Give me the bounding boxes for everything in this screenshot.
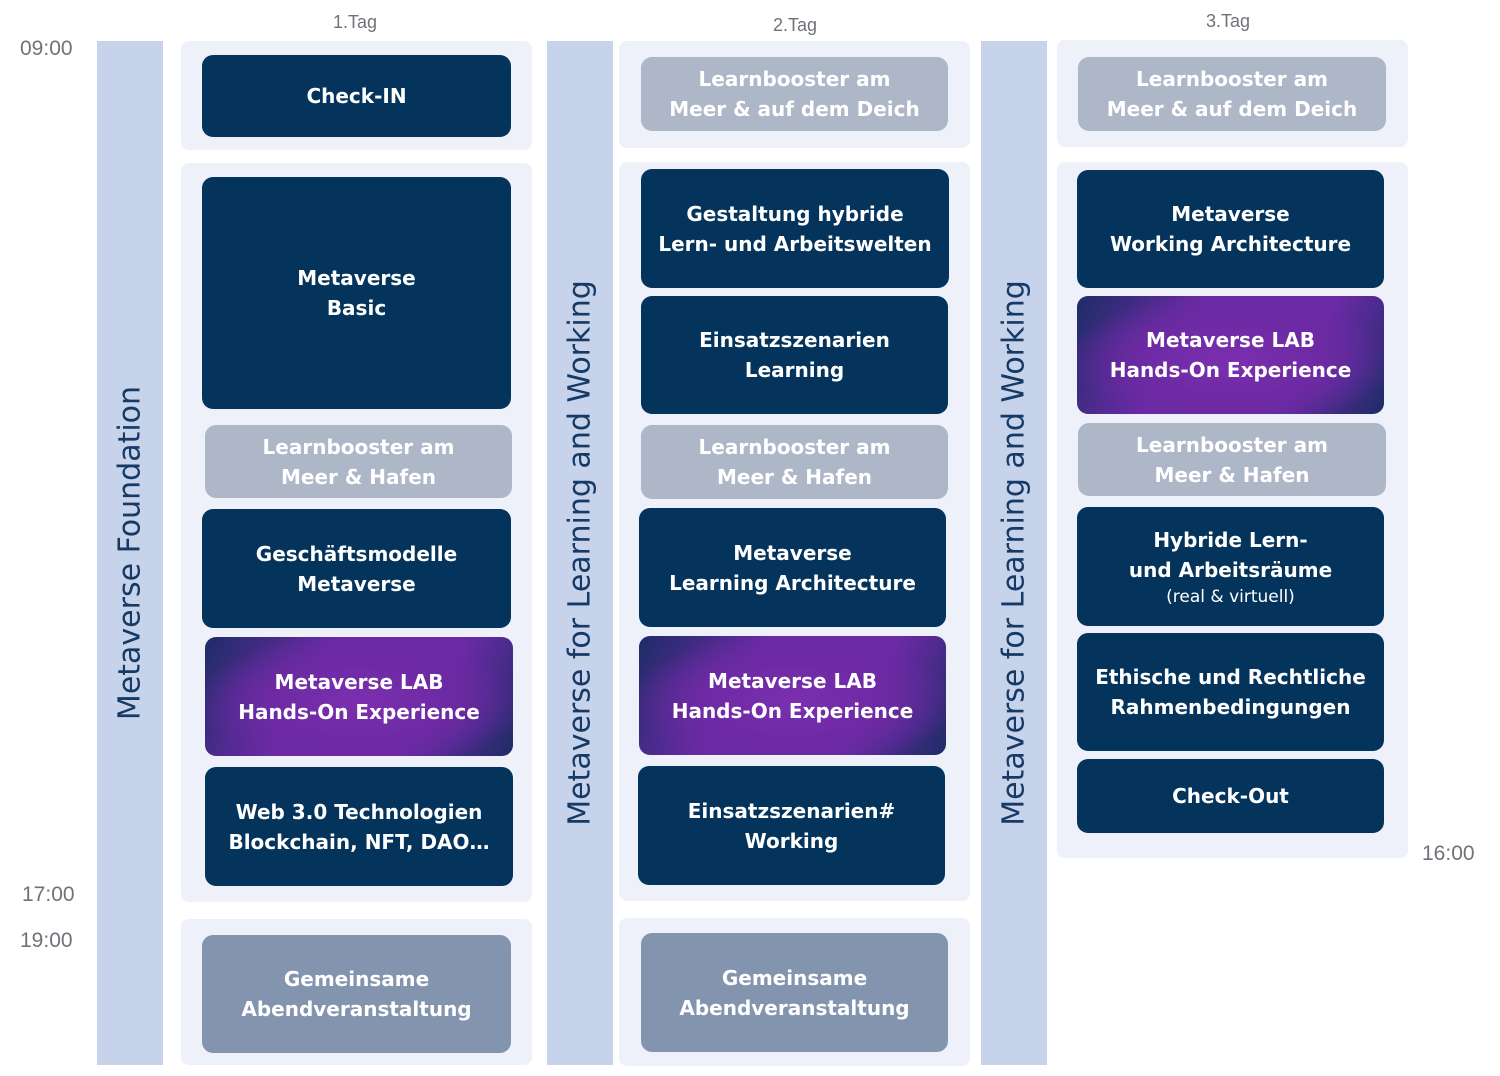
block-line: Working Architecture — [1109, 232, 1352, 256]
block-line: Abendveranstaltung — [679, 995, 910, 1020]
block-line: Metaverse — [733, 540, 852, 565]
track-bar-3: Metaverse for Learning and Working — [981, 41, 1047, 1065]
time-label-end-day: 17:00 — [22, 883, 75, 906]
block-line: Check-IN — [306, 84, 407, 108]
day1-web3-block: Web 3.0 Technologien Blockchain, NFT, DA… — [205, 767, 513, 886]
block-line: Metaverse LAB — [274, 669, 444, 694]
block-line: Metaverse LAB — [1146, 328, 1315, 352]
block-line: Learnbooster am — [262, 434, 455, 459]
block-line: Ethische und Rechtliche — [1095, 665, 1366, 689]
block-line: Rahmenbedingungen — [1110, 695, 1351, 719]
block-line: Hands-On Experience — [1109, 358, 1352, 382]
block-line: Lern- und Arbeitswelten — [658, 231, 932, 256]
block-subline: (real & virtuell) — [1166, 586, 1295, 607]
day2-learning-architecture-block: Metaverse Learning Architecture — [639, 508, 946, 627]
block-line: Abendveranstaltung — [241, 997, 472, 1021]
block-line: Geschäftsmodelle — [255, 541, 458, 566]
day2-learnbooster-morning-block: Learnbooster am Meer & auf dem Deich — [641, 57, 948, 131]
day2-scenarios-learning-block: Einsatzszenarien Learning — [641, 296, 948, 414]
block-line: Basic — [326, 296, 387, 320]
block-line: Metaverse — [297, 571, 416, 596]
day1-metaverse-basic-block: Metaverse Basic — [202, 177, 511, 409]
day3-hybrid-rooms-block: Hybride Lern- und Arbeitsräume (real & v… — [1077, 507, 1384, 626]
day2-scenarios-working-block: Einsatzszenarien# Working — [638, 766, 945, 885]
time-label-start: 09:00 — [20, 37, 73, 60]
block-line: Einsatzszenarien# — [687, 798, 896, 823]
block-line: und Arbeitsräume — [1128, 557, 1333, 582]
block-line: Hands-On Experience — [671, 698, 914, 723]
block-line: Meer & auf dem Deich — [1106, 97, 1358, 121]
track-label: Metaverse Foundation — [112, 385, 148, 721]
block-line: Metaverse — [1171, 202, 1290, 226]
day1-metaverse-lab-block: Metaverse LAB Hands-On Experience — [205, 637, 513, 756]
block-line: Learning — [744, 358, 845, 382]
block-line: Hybride Lern- — [1153, 527, 1308, 552]
block-line: Gestaltung hybride — [686, 201, 904, 226]
day3-working-architecture-block: Metaverse Working Architecture — [1077, 170, 1384, 288]
block-line: Meer & Hafen — [717, 465, 872, 489]
block-line: Meer & Hafen — [1154, 462, 1310, 487]
block-line: Einsatzszenarien — [699, 328, 890, 352]
block-line: Web 3.0 Technologien — [235, 799, 483, 824]
day2-evening-block: Gemeinsame Abendveranstaltung — [641, 933, 948, 1052]
day-header-1: 1.Tag — [332, 12, 378, 32]
block-line: Learnbooster am — [698, 67, 891, 91]
day2-hybrid-design-block: Gestaltung hybride Lern- und Arbeitswelt… — [641, 169, 949, 288]
track-label: Metaverse for Learning and Working — [996, 280, 1032, 826]
block-line: Working — [744, 828, 839, 853]
block-line: Metaverse — [297, 266, 416, 290]
day1-business-models-block: Geschäftsmodelle Metaverse — [202, 509, 511, 628]
track-label: Metaverse for Learning and Working — [562, 280, 598, 826]
day3-checkout-block: Check-Out — [1077, 759, 1384, 833]
day1-evening-block: Gemeinsame Abendveranstaltung — [202, 935, 511, 1053]
day3-metaverse-lab-block: Metaverse LAB Hands-On Experience — [1077, 296, 1384, 414]
block-line: Check-Out — [1172, 784, 1289, 808]
block-line: Metaverse LAB — [708, 668, 877, 693]
day3-ethics-block: Ethische und Rechtliche Rahmenbedingunge… — [1077, 633, 1384, 751]
block-line: Gemeinsame — [721, 965, 868, 990]
block-line: Gemeinsame — [283, 967, 430, 991]
block-line: Blockchain, NFT, DAO… — [228, 829, 490, 854]
day3-learnbooster-block: Learnbooster am Meer & Hafen — [1078, 423, 1386, 496]
track-bar-1: Metaverse Foundation — [97, 41, 163, 1065]
block-line: Meer & Hafen — [281, 464, 436, 489]
day-header-3: 3.Tag — [1205, 11, 1251, 31]
block-line: Learnbooster am — [1136, 432, 1328, 457]
day2-metaverse-lab-block: Metaverse LAB Hands-On Experience — [639, 636, 946, 755]
day1-checkin-block: Check-IN — [202, 55, 511, 137]
block-line: Learnbooster am — [1136, 67, 1328, 91]
day-header-2: 2.Tag — [772, 15, 818, 35]
day2-learnbooster-block: Learnbooster am Meer & Hafen — [641, 425, 948, 499]
block-line: Learnbooster am — [698, 435, 891, 459]
day3-learnbooster-morning-block: Learnbooster am Meer & auf dem Deich — [1078, 57, 1386, 131]
track-bar-2: Metaverse for Learning and Working — [547, 41, 613, 1065]
block-line: Learning Architecture — [669, 570, 916, 595]
time-label-evening: 19:00 — [20, 929, 73, 952]
day1-learnbooster-block: Learnbooster am Meer & Hafen — [205, 425, 512, 498]
time-label-end-day3: 16:00 — [1422, 842, 1475, 865]
block-line: Meer & auf dem Deich — [669, 97, 920, 121]
block-line: Hands-On Experience — [238, 699, 480, 724]
